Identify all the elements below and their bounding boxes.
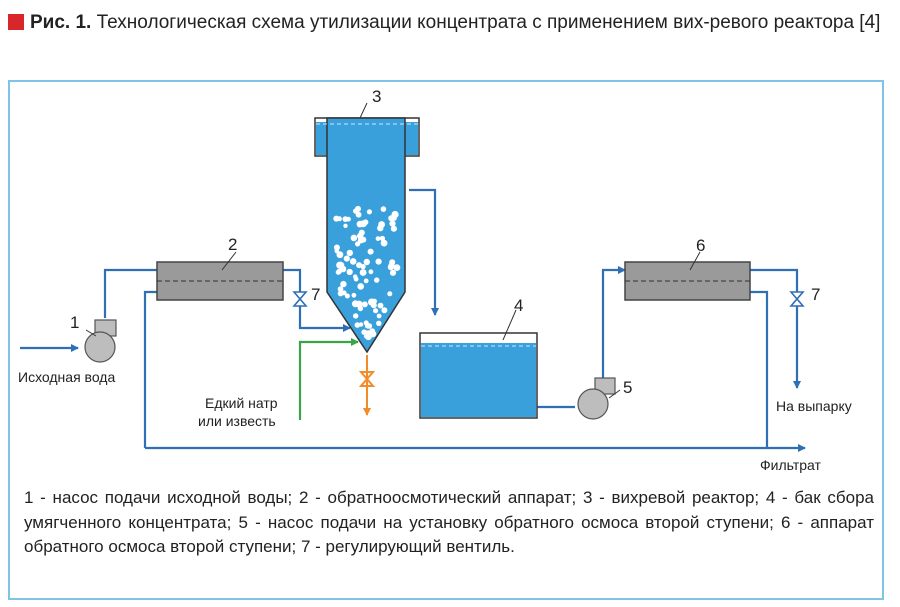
figure-caption: Рис. 1. Технологическая схема утилизации… [8,10,888,36]
reactor-bubble [336,251,344,259]
filtrate-label: Фильтрат [760,457,822,473]
reactor-bubble [346,216,351,222]
reactor-bubble [343,255,350,262]
reactor-bubble [390,225,397,232]
reactor-bubble [367,248,374,255]
reactor-bubble [366,209,372,215]
reactor-bubble [374,277,380,283]
ro-unit-6-icon [624,261,751,301]
label-6: 6 [696,236,705,255]
reactor-bubble [334,248,340,254]
reactor-bubble [368,269,374,275]
reactor-bubble [389,220,396,227]
reactor-bubble [376,320,382,326]
valve-7-left-icon [292,291,308,307]
diagram-frame [8,80,884,600]
reactor-bubble [387,291,393,297]
reactor-bubble [375,258,382,265]
caption-marker [8,14,24,30]
ro2-concentrate-line [750,268,801,389]
reactor-bubble [336,261,344,269]
ro2-permeate-line [750,290,769,448]
label-3: 3 [372,87,381,106]
label-2: 2 [228,235,237,254]
reactor-bubble [353,274,358,279]
reactor-to-tank-line [409,188,439,316]
reactor-bubble [336,268,342,275]
reactor-bubble [343,223,348,228]
reagent-line [298,338,359,420]
reactor-bubble [362,219,369,225]
reactor-bubble [380,206,387,212]
label-7-right: 7 [811,285,820,304]
reactor-bubble [381,307,388,314]
figure-title: Технологическая схема утилизации концент… [96,12,881,33]
reactor-bubble [389,259,396,266]
reactor-bubble [363,278,369,284]
reactor-bubble [366,334,371,340]
reactor-bubble [359,269,367,276]
reactor-bubble [355,300,363,308]
reactor-bubble [378,221,385,228]
reactor-bubble [353,313,359,319]
reactor-bubble [380,239,388,247]
reactor-bubble [379,235,385,241]
reactor-bubble [349,258,357,265]
reactor-bubble [375,236,381,242]
pump-1-icon [84,319,117,363]
pump5-to-ro2-line [601,266,626,380]
reagent-label-line1: Едкий натр [205,395,278,411]
valve-7-right-icon [789,291,805,307]
reactor-bubble [391,215,397,221]
reactor-bubble [340,280,347,288]
reagent-label-line2: или известь [198,413,276,429]
reactor-bubble [357,283,365,290]
reactor-bubble [355,211,362,218]
reactor-bubble [354,322,361,328]
ro1-permeate-line [143,290,157,448]
reactor-bubble [357,234,363,240]
reactor-bubble [363,258,370,266]
reactor-bubble [336,216,342,222]
reactor-bubble [356,262,363,269]
label-5: 5 [623,378,632,397]
reactor-bubble [333,244,340,251]
reactor-bubble [346,268,353,276]
legend: 1 - насос подачи исходной воды; 2 - обра… [24,488,874,556]
reactor-bubble [344,293,350,299]
reactor-bubble [356,220,364,228]
reactor-bubble [377,302,384,309]
softened-concentrate-tank-icon [419,332,538,419]
reactor-bubble [355,241,361,247]
pump1-to-ro1-line [103,268,157,318]
source-water-label: Исходная вода [18,369,115,385]
reactor-bubble [355,205,361,212]
reactor-bubble [361,301,368,308]
reactor-bubble [389,269,397,276]
reactor-bubble [376,313,382,319]
reactor-bubble [346,249,353,257]
reactor-bubble [351,292,357,298]
ro-unit-2-icon [156,261,284,301]
figure-label: Рис. 1. [30,12,92,33]
reactor-bubble [393,264,401,271]
vortex-reactor-icon [314,117,420,354]
reactor-bubble [350,234,358,242]
sludge-discharge [358,355,376,416]
label-1: 1 [70,313,79,332]
label-7-left: 7 [311,285,320,304]
reactor-bubble [366,323,373,329]
reactor-bubble [337,286,344,292]
pump-5-icon [577,377,616,420]
reactor-bubble [373,308,379,314]
reactor-bubble [365,330,372,336]
label-4: 4 [514,296,523,315]
evaporation-label: На выпарку [776,398,852,414]
reactor-bubble [368,298,376,306]
reactor-bubble [341,290,347,296]
